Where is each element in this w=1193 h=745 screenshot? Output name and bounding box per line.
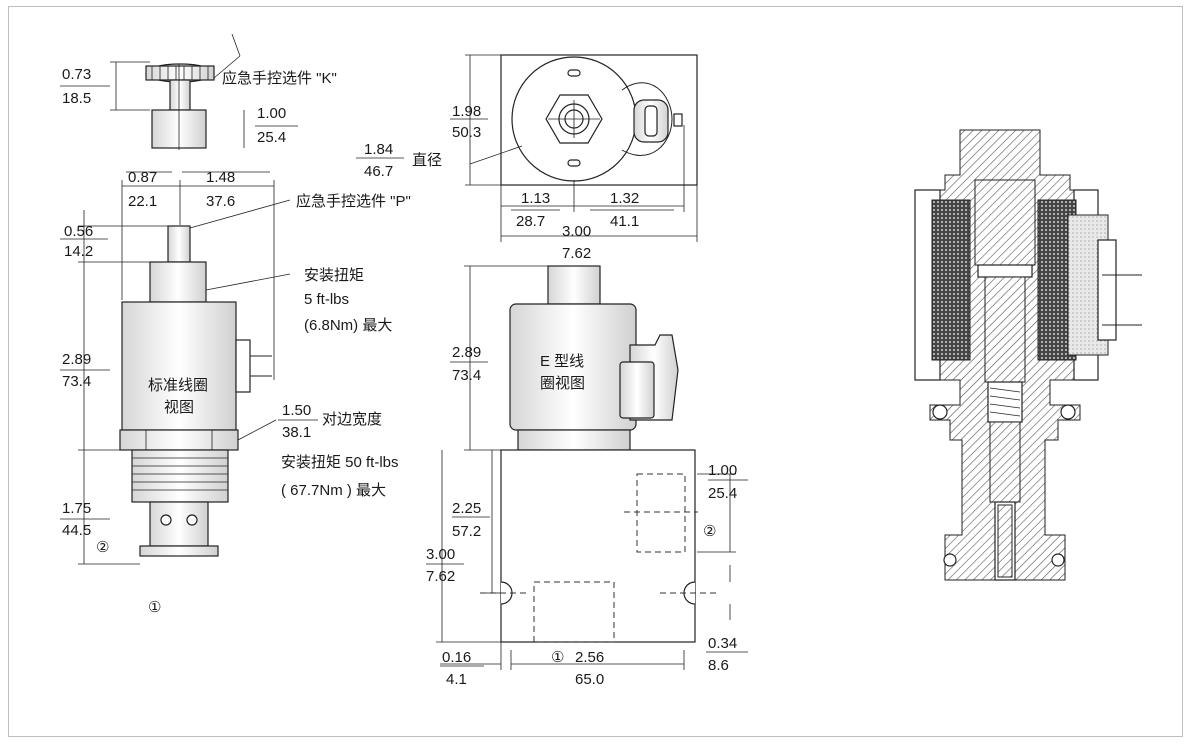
coil-nut [149,261,207,303]
dim-cartridge-in: 1.75 [62,500,91,517]
dim-k-height-mm: 18.5 [62,90,91,107]
annotation-text: 应急手控选件 "K" 0.73 18.5 1.00 25.4 0.87 22.1… [62,66,737,688]
pole-piece [974,179,1036,266]
dim-coil-height-in: 2.89 [62,351,91,368]
standard-coil-view [60,33,318,565]
label-torque-body-1: 安装扭矩 50 ft-lbs [281,454,399,471]
dim-top-w2-in: 1.32 [610,190,639,207]
dim-hex-mm: 38.1 [282,424,311,441]
dim-w2-mm: 37.6 [206,193,235,210]
label-manual-p: 应急手控选件 "P" [296,192,411,210]
standard-coil [121,301,237,431]
port-2-right: ② [703,523,716,540]
dim-k-height-in: 0.73 [62,66,91,83]
armature [984,276,1026,383]
coil-connector [235,339,251,393]
dim-diameter-mm: 46.7 [364,163,393,180]
dim-w1-mm: 22.1 [128,193,157,210]
coil-winding-left [931,199,971,361]
dim-top-width-mm: 7.62 [562,245,591,262]
label-standard-coil-2: 视图 [164,399,194,416]
cartridge-tip [149,501,209,547]
port-1-left: ① [148,599,161,616]
hex-nut [119,429,239,451]
dim-port-mm: 25.4 [708,485,737,502]
dim-diameter-in: 1.84 [364,141,393,158]
e-coil-nut [547,265,601,305]
cross-section-view [914,129,1142,581]
label-e-coil-2: 圈视图 [540,375,585,392]
label-standard-coil-1: 标准线圈 [148,377,208,394]
dim-coil-height-mm: 73.4 [62,373,91,390]
drawing-frame [8,6,1183,737]
label-torque-coil-3: (6.8Nm) 最大 [304,317,392,334]
port-1-right: ① [551,649,564,666]
dim-top-height-mm: 50.3 [452,124,481,141]
dim-top-width-in: 3.00 [562,223,591,240]
label-e-coil-1: E 型线 [540,353,584,370]
label-manual-k: 应急手控选件 "K" [222,69,337,87]
dim-port-in: 1.00 [708,462,737,479]
dim-top-w1-in: 1.13 [521,190,550,207]
dim-k-width-mm: 25.4 [257,129,286,146]
dim-edge-mm: 4.1 [446,671,467,688]
dim-w2-in: 1.48 [206,169,235,186]
dim-w1-in: 0.87 [128,169,157,186]
dim-bolt-in: 0.34 [708,635,737,652]
dim-body-height-mm: 7.62 [426,568,455,585]
label-torque-coil-2: 5 ft-lbs [304,291,349,308]
dim-mount-in: 2.56 [575,649,604,666]
dim-body-mid-in: 2.25 [452,500,481,517]
label-torque-coil-1: 安装扭矩 [304,267,364,284]
manual-override-p [167,225,191,263]
e-coil-view [426,265,748,670]
dim-mount-mm: 65.0 [575,671,604,688]
port-2-left: ② [96,539,109,556]
label-diameter: 直径 [412,152,442,169]
dim-edge-in: 0.16 [442,649,471,666]
dim-top-w2-mm: 41.1 [610,213,639,230]
label-across-flats: 对边宽度 [322,411,382,428]
dim-bolt-mm: 8.6 [708,657,729,674]
dim-p-height-in: 0.56 [64,223,93,240]
dim-p-height-mm: 14.2 [64,243,93,260]
dim-k-width-in: 1.00 [257,105,286,122]
dim-body-height-in: 3.00 [426,546,455,563]
label-torque-body-2: ( 67.7Nm ) 最大 [281,482,386,499]
dim-top-w1-mm: 28.7 [516,213,545,230]
dimension-lines-left [60,33,318,565]
spring [987,381,1023,423]
cartridge-thread [131,449,229,503]
dim-e-height-in: 2.89 [452,344,481,361]
dim-hex-in: 1.50 [282,402,311,419]
top-view [356,54,698,242]
dim-body-mid-mm: 57.2 [452,523,481,540]
dim-top-height-in: 1.98 [452,103,481,120]
dim-cartridge-mm: 44.5 [62,522,91,539]
manual-override-k [145,63,215,150]
dim-e-height-mm: 73.4 [452,367,481,384]
manifold-body [500,449,696,643]
